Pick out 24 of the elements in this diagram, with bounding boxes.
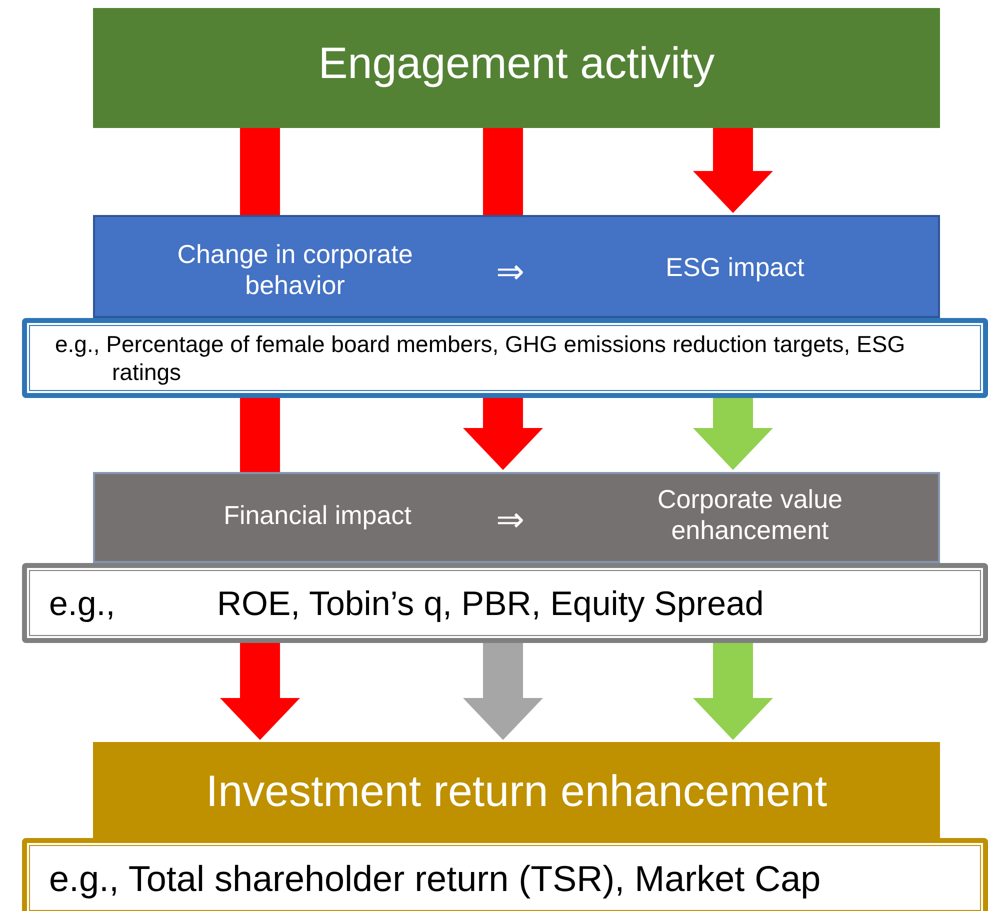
block-arrow [463, 398, 543, 470]
implication-symbol: ⇒ [495, 252, 525, 293]
example-text: ROE, Tobin’s q, PBR, Equity Spread [217, 584, 765, 625]
block-arrow [220, 643, 300, 740]
heading-band [93, 8, 940, 128]
block-arrow [693, 643, 773, 740]
block-arrow [463, 643, 543, 740]
stage-label: Change in corporate behavior [176, 239, 414, 302]
implication-symbol: ⇒ [495, 500, 525, 541]
example-box [22, 563, 988, 643]
band-title: Investment return enhancement [204, 766, 828, 818]
example-text: e.g., Percentage of female board members, GHG emissions reduction targets, ESG ratings [55, 331, 906, 386]
stage-band [93, 215, 940, 318]
stage-band [93, 472, 940, 563]
stage-label: Corporate value enhancement [656, 484, 844, 546]
example-box [22, 838, 988, 911]
stage-label: ESG impact [664, 252, 806, 284]
example-prefix: e.g., [49, 584, 116, 625]
stage-label: Financial impact [222, 500, 412, 532]
example-box [22, 318, 988, 398]
block-arrow [693, 398, 773, 470]
band-title: Engagement activity [317, 38, 716, 90]
block-arrow [693, 128, 773, 213]
example-text: e.g., Total shareholder return (TSR), Market Cap [49, 857, 822, 900]
